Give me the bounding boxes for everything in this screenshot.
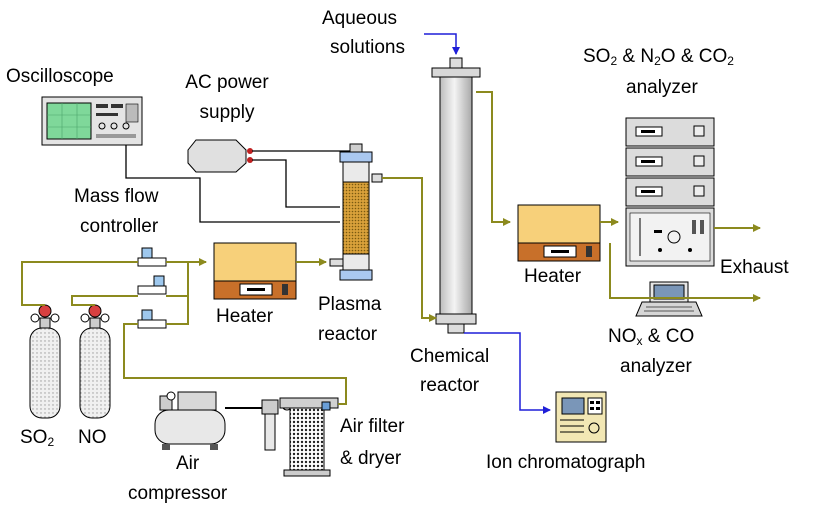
- nox-co-label-line2: analyzer: [620, 356, 692, 377]
- nox-co-label-line1: NOx & CO: [608, 326, 694, 352]
- exhaust-label: Exhaust: [720, 257, 789, 278]
- label-part: NO: [608, 326, 637, 347]
- ac-power-label-line2: supply: [199, 102, 255, 123]
- plasma-reactor-device: [329, 143, 383, 281]
- ac-power-label-line1: AC power: [185, 72, 269, 93]
- plasma-reactor-label-line2: reactor: [318, 324, 378, 345]
- air-filter-label-line2: & dryer: [340, 448, 402, 469]
- mass-flow-controllers: [137, 247, 167, 329]
- label-part: SO: [583, 46, 611, 67]
- label-sub: 2: [727, 54, 734, 68]
- chemical-reactor-label-line2: reactor: [420, 375, 480, 396]
- gas-lines: [21, 91, 761, 405]
- so2-n2o-co2-analyzer-stack: [625, 117, 715, 267]
- air-compressor-device: [154, 391, 270, 450]
- no-cylinder: [79, 304, 111, 419]
- label-sub: x: [636, 334, 643, 348]
- label-part: SO: [20, 427, 48, 448]
- no-label: NO: [78, 427, 107, 448]
- air-compressor-label-line2: compressor: [128, 483, 228, 504]
- heater-left-device: [213, 242, 297, 300]
- label-sub: 2: [654, 54, 661, 68]
- air-compressor-label-line1: Air: [176, 453, 200, 474]
- analyzer-top-label-line2: analyzer: [626, 77, 698, 98]
- chemical-reactor-column: [431, 57, 481, 334]
- air-filter-label-line1: Air filter: [340, 416, 405, 437]
- ion-chromatograph-label: Ion chromatograph: [486, 452, 646, 473]
- mass-flow-label-line2: controller: [80, 216, 159, 237]
- air-filter-dryer-device: [261, 397, 339, 477]
- aqueous-label-line2: solutions: [330, 37, 405, 58]
- oscilloscope-label: Oscilloscope: [6, 66, 114, 87]
- chemical-reactor-label-line1: Chemical: [410, 346, 490, 367]
- plasma-reactor-label-line1: Plasma: [318, 294, 382, 315]
- label-sub: 2: [610, 54, 618, 68]
- so2-cylinder: [29, 304, 61, 419]
- aqueous-label-line1: Aqueous: [322, 8, 398, 29]
- label-part: O & CO: [660, 46, 728, 67]
- oscilloscope-device: [41, 96, 143, 146]
- analyzer-top-label-line1: SO2 & N2O & CO2: [583, 46, 734, 72]
- heater-right-device: [517, 204, 601, 262]
- mass-flow-label-line1: Mass flow: [74, 186, 159, 207]
- ion-chromatograph-device: [555, 391, 607, 443]
- heater-right-label: Heater: [524, 266, 582, 287]
- label-part: & N: [617, 46, 655, 67]
- so2-label: SO2: [20, 427, 54, 453]
- liquid-lines: [424, 33, 551, 414]
- ac-power-supply-device: [187, 139, 253, 173]
- label-part: & CO: [642, 326, 695, 347]
- heater-left-label: Heater: [216, 306, 274, 327]
- label-sub: 2: [47, 435, 55, 449]
